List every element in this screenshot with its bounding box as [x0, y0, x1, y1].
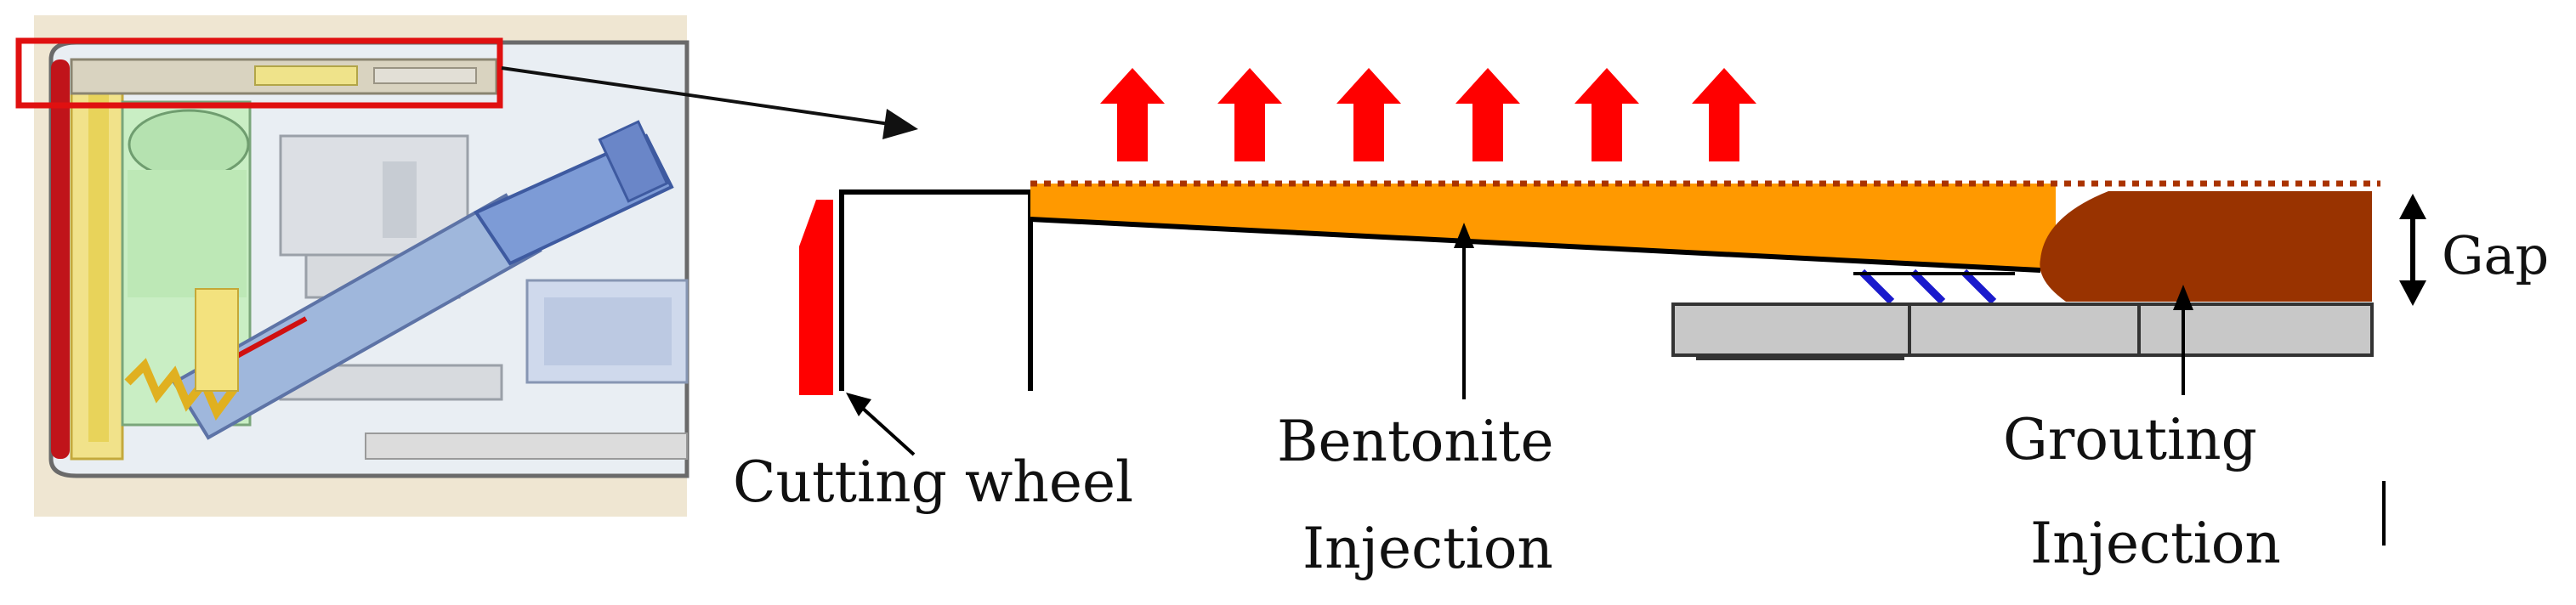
up-arrow-icon — [1575, 68, 1639, 161]
bentonite-region — [1030, 184, 2056, 272]
cutting-wheel-shape — [799, 200, 833, 395]
gap-label: Gap — [2442, 224, 2549, 286]
grout-region — [2040, 191, 2372, 302]
shield-outline — [839, 189, 1033, 391]
grouting-label-line1: Grouting — [2003, 407, 2257, 472]
bentonite-label-line1: Bentonite — [1277, 409, 1554, 474]
tail-brush-seals — [1853, 269, 2015, 305]
up-arrow-icon — [1336, 68, 1401, 161]
pressure-arrows — [1100, 68, 1756, 161]
up-arrow-icon — [1455, 68, 1520, 161]
tbm-machine-thumbnail — [15, 15, 689, 517]
cutting-wheel-label: Cutting wheel — [733, 450, 1133, 515]
leader-lines — [846, 223, 2193, 456]
zoom-connector-arrow — [501, 66, 918, 139]
bentonite-label-line2: Injection — [1302, 516, 1553, 581]
up-arrow-icon — [1100, 68, 1165, 161]
lining-segments — [1671, 302, 2374, 360]
up-arrow-icon — [1217, 68, 1282, 161]
double-arrow-icon — [2399, 194, 2426, 306]
wedge-slope-line — [1030, 217, 2041, 273]
grouting-label-line2: Injection — [2030, 511, 2281, 576]
up-arrow-icon — [1692, 68, 1756, 161]
